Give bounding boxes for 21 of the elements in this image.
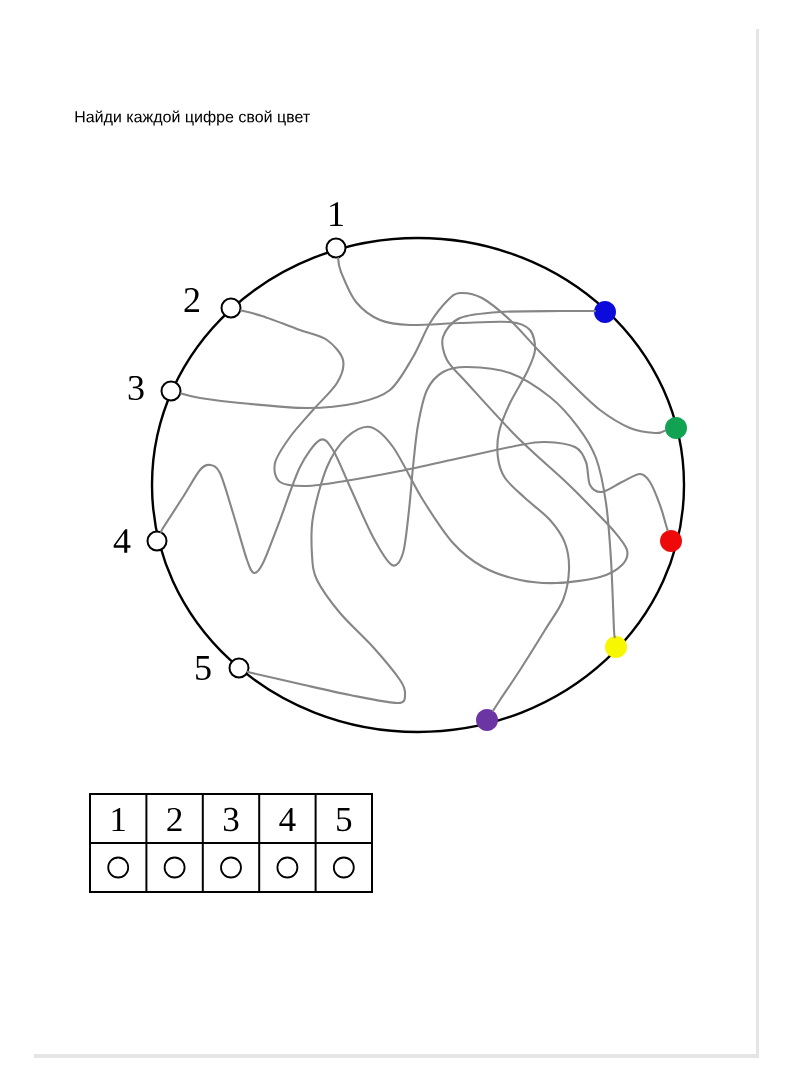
column-number: 2 <box>167 807 182 832</box>
maze-line <box>337 257 571 712</box>
title: Найди каждой цифре свой цвет <box>75 110 310 126</box>
target-dot <box>476 709 498 731</box>
number-label: 1 <box>330 202 343 226</box>
maze-line <box>246 309 629 705</box>
column-number: 5 <box>337 807 352 832</box>
column-number: 1 <box>112 807 125 832</box>
target-dot <box>594 301 616 323</box>
maze-line <box>159 365 616 639</box>
target-dot <box>660 530 682 552</box>
column-number: 3 <box>223 807 239 832</box>
target-dot <box>665 417 687 439</box>
target-dot <box>605 636 627 658</box>
number-label: 4 <box>113 529 131 553</box>
number-label: 5 <box>196 656 211 680</box>
number-label: 3 <box>128 375 144 401</box>
column-number: 4 <box>279 808 296 832</box>
maze-line <box>180 291 667 435</box>
number-label: 2 <box>184 288 199 312</box>
maze-line <box>240 309 669 532</box>
